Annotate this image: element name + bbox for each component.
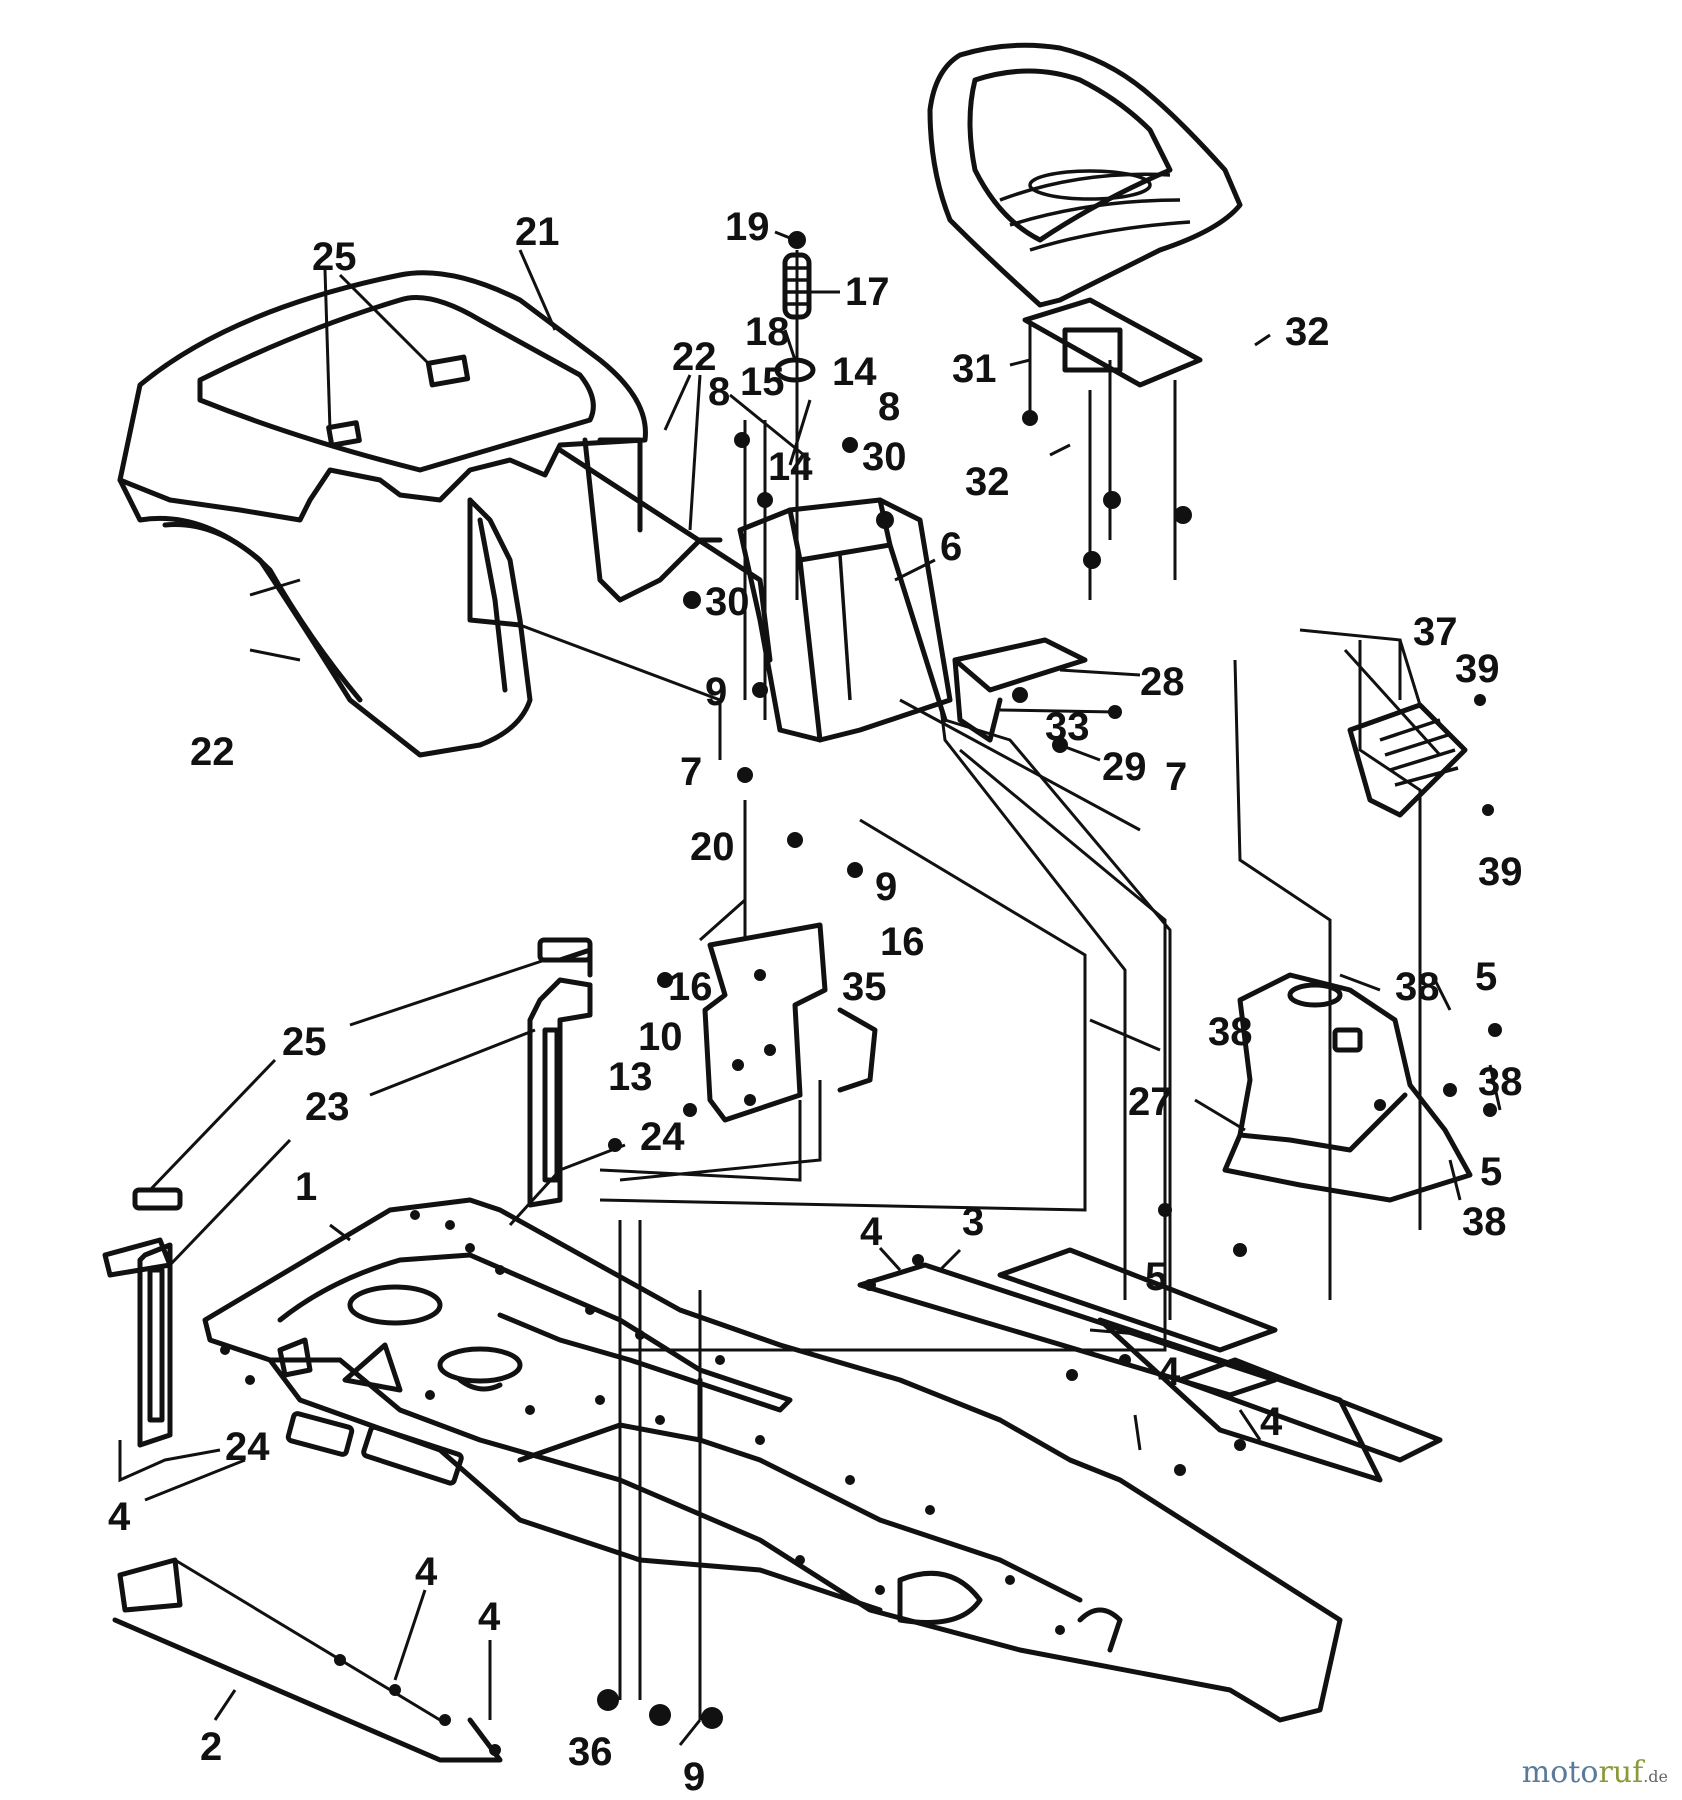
callout-4-left: 4 <box>108 1495 131 1539</box>
callout-8-right: 8 <box>878 385 900 429</box>
callout-22-top: 22 <box>672 335 717 379</box>
callout-27: 27 <box>1128 1080 1173 1124</box>
callout-38-right: 38 <box>1478 1060 1523 1104</box>
callout-9-mid: 9 <box>705 670 727 714</box>
callout-21: 21 <box>515 210 560 254</box>
callout-4-far-right: 4 <box>1260 1400 1283 1444</box>
callout-23: 23 <box>305 1085 350 1129</box>
callout-37: 37 <box>1413 610 1458 654</box>
callout-3: 3 <box>962 1200 984 1244</box>
callout-labels: 25 21 19 17 18 22 8 15 14 8 14 30 30 6 3… <box>108 205 1523 1799</box>
main-frame <box>202 1197 1343 1729</box>
callout-1: 1 <box>295 1165 317 1209</box>
callout-5-top: 5 <box>1475 955 1497 999</box>
pedal-cover <box>1347 694 1494 818</box>
callout-16-right: 16 <box>880 920 925 964</box>
callout-7-left: 7 <box>680 750 702 794</box>
callout-9-low: 9 <box>875 865 897 909</box>
callout-14-mid: 14 <box>768 445 813 489</box>
callout-29: 29 <box>1102 745 1147 789</box>
callout-19: 19 <box>725 205 770 249</box>
callout-18: 18 <box>745 310 790 354</box>
steering-shaft-parts <box>683 231 894 878</box>
callout-39-top: 39 <box>1455 647 1500 691</box>
callout-20: 20 <box>690 825 735 869</box>
callout-25-top: 25 <box>312 235 357 279</box>
callout-28: 28 <box>1140 660 1185 704</box>
seat-bracket <box>1022 297 1203 600</box>
callout-32-left: 32 <box>965 460 1010 504</box>
callout-24-right: 24 <box>640 1115 685 1159</box>
floor-plates <box>112 1247 1443 1763</box>
callout-36: 36 <box>568 1730 613 1774</box>
callout-4-mid: 4 <box>860 1210 883 1254</box>
callout-24-left: 24 <box>225 1425 270 1469</box>
seat <box>927 42 1243 308</box>
callout-32-right: 32 <box>1285 310 1330 354</box>
fender-supports <box>102 937 626 1502</box>
callout-6: 6 <box>940 525 962 569</box>
pedal-housing <box>1158 972 1502 1257</box>
callout-35: 35 <box>842 965 887 1009</box>
callout-4-center: 4 <box>1158 1350 1181 1394</box>
callout-4-lower-a: 4 <box>415 1550 438 1594</box>
callout-5-bottom: 5 <box>1145 1255 1167 1299</box>
callout-22-bottom: 22 <box>190 730 235 774</box>
callout-14-top: 14 <box>832 350 877 394</box>
steering-console <box>737 497 953 743</box>
callout-38-top: 38 <box>1395 965 1440 1009</box>
watermark: motoruf.de <box>1521 1755 1668 1790</box>
callout-30-left: 30 <box>705 580 750 624</box>
mounting-plate <box>599 800 878 1182</box>
callout-25-bottom: 25 <box>282 1020 327 1064</box>
callout-13: 13 <box>608 1055 653 1099</box>
callout-7-right: 7 <box>1165 755 1187 799</box>
callout-8-left: 8 <box>708 370 730 414</box>
callout-2: 2 <box>200 1725 222 1769</box>
callout-4-lower-b: 4 <box>478 1595 501 1639</box>
callout-16-left: 16 <box>668 965 713 1009</box>
callout-38-bottom: 38 <box>1462 1200 1507 1244</box>
rear-fender <box>117 270 773 758</box>
callout-15: 15 <box>740 360 785 404</box>
mounting-bracket <box>737 637 1122 783</box>
callout-39-bottom: 39 <box>1478 850 1523 894</box>
callout-17: 17 <box>845 270 890 314</box>
callout-33: 33 <box>1045 705 1090 749</box>
callout-leaders <box>213 230 1502 1746</box>
callout-9-bottom: 9 <box>683 1755 705 1799</box>
callout-38-left: 38 <box>1208 1010 1253 1054</box>
callout-31: 31 <box>952 347 997 391</box>
callout-5-right: 5 <box>1480 1150 1502 1194</box>
callout-30-right: 30 <box>862 435 907 479</box>
callout-10: 10 <box>638 1015 683 1059</box>
